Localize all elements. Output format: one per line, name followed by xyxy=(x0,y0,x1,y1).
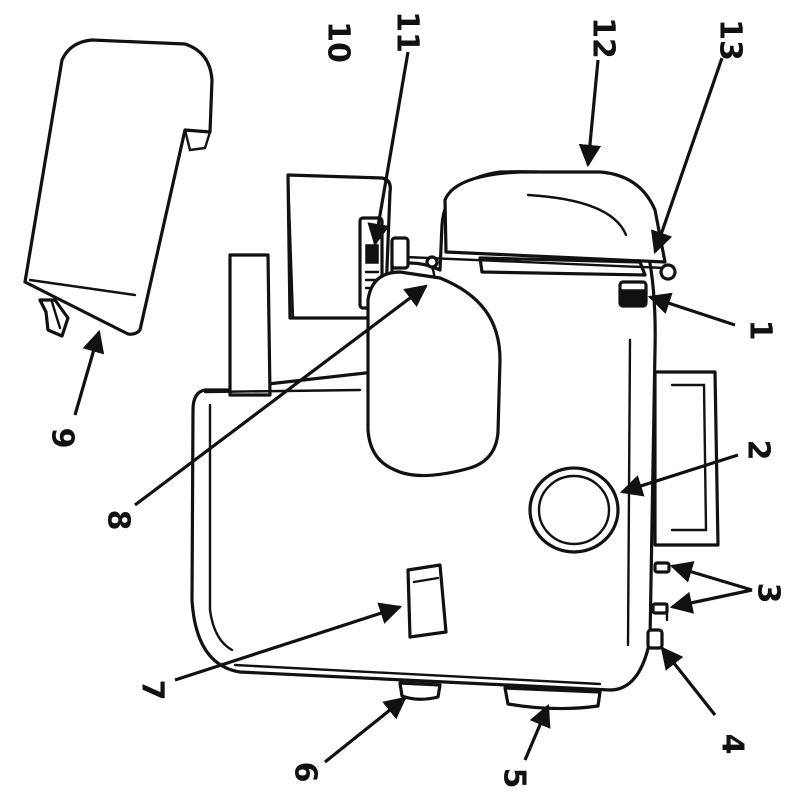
label-6: 6 xyxy=(288,762,323,783)
label-10: 10 xyxy=(321,21,356,63)
spool-shelf xyxy=(203,388,362,394)
label-2: 2 xyxy=(741,440,776,461)
top-arm-cover xyxy=(443,170,667,264)
thread-guide-rail xyxy=(390,236,677,281)
side-handle xyxy=(653,370,720,547)
label-12: 12 xyxy=(586,17,621,59)
label-9: 9 xyxy=(45,428,80,449)
free-arm-recess xyxy=(366,270,502,478)
leader-lines xyxy=(73,51,753,764)
label-1: 1 xyxy=(743,320,778,341)
foot-small xyxy=(398,681,442,701)
label-8: 8 xyxy=(101,510,136,531)
slider-control xyxy=(406,563,448,639)
small-knob xyxy=(646,628,664,650)
label-4: 4 xyxy=(715,734,750,755)
control-knob xyxy=(618,280,648,308)
label-13: 13 xyxy=(713,19,748,61)
foot-large xyxy=(503,686,602,711)
spool-pin xyxy=(228,253,272,397)
number-labels: 1 2 3 4 5 6 7 8 9 10 11 12 13 xyxy=(45,11,786,788)
label-11: 11 xyxy=(390,11,425,53)
label-3: 3 xyxy=(751,583,786,604)
round-window xyxy=(528,466,620,554)
detached-cover xyxy=(23,38,214,338)
pins xyxy=(651,561,671,622)
label-5: 5 xyxy=(497,768,532,789)
label-7: 7 xyxy=(135,680,170,701)
